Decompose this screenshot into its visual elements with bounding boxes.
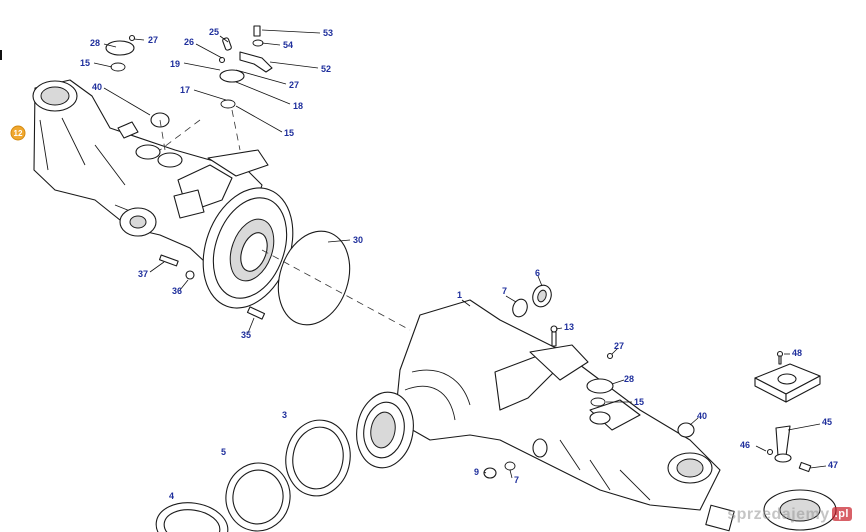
top-small-parts [105, 25, 273, 320]
watermark: sprzedajemy.pl [727, 506, 852, 524]
part-number-25: 25 [209, 27, 219, 37]
part-number-28-right: 28 [624, 374, 634, 384]
part-number-15-top-left: 15 [80, 58, 90, 68]
part-number-3: 3 [282, 410, 287, 420]
part-number-17: 17 [180, 85, 190, 95]
part-number-15-mid: 15 [284, 128, 294, 138]
part-number-45: 45 [822, 417, 832, 427]
watermark-suffix: .pl [831, 507, 852, 521]
watermark-text: sprzedajemy [727, 506, 830, 523]
part-number-53: 53 [323, 28, 333, 38]
part-number-36: 36 [172, 286, 182, 296]
part-numbers: 53 54 52 25 26 28 27 15 19 17 27 18 40 1… [80, 27, 838, 501]
edge-tick [0, 50, 2, 60]
part-number-18: 18 [293, 101, 303, 111]
right-flange-parts [705, 350, 837, 532]
flange-wheel-hub-left [202, 187, 294, 309]
assembly-badge-number: 12 [14, 129, 23, 138]
axle-housing-left [32, 79, 269, 263]
part-number-30: 30 [353, 235, 363, 245]
part-number-13: 13 [564, 322, 574, 332]
part-number-28-top: 28 [90, 38, 100, 48]
axle-housing-center [356, 299, 721, 511]
part-number-27-right: 27 [614, 341, 624, 351]
assembly-badge: 12 [10, 125, 26, 141]
part-number-40-right: 40 [697, 411, 707, 421]
part-number-47: 47 [828, 460, 838, 470]
gasket-disc-30 [277, 230, 351, 326]
part-number-7-upper: 7 [502, 286, 507, 296]
center-axis-line [261, 249, 411, 331]
part-number-37: 37 [138, 269, 148, 279]
part-number-40-left: 40 [92, 82, 102, 92]
part-number-6: 6 [535, 268, 540, 278]
part-number-54: 54 [283, 40, 293, 50]
part-number-27-mid: 27 [289, 80, 299, 90]
part-number-52: 52 [321, 64, 331, 74]
part-number-19: 19 [170, 59, 180, 69]
part-number-26: 26 [184, 37, 194, 47]
dashed-guide-top [159, 109, 241, 151]
leader-lines [93, 29, 827, 479]
part-number-46: 46 [740, 440, 750, 450]
part-number-1: 1 [457, 290, 462, 300]
part-number-4: 4 [169, 491, 174, 501]
bearing-rings [155, 419, 351, 532]
part-number-48: 48 [792, 348, 802, 358]
part-number-35: 35 [241, 330, 251, 340]
part-number-5: 5 [221, 447, 226, 457]
part-number-27-top: 27 [148, 35, 158, 45]
part-number-7-lower: 7 [514, 475, 519, 485]
part-number-15-right: 15 [634, 397, 644, 407]
part-number-9: 9 [474, 467, 479, 477]
